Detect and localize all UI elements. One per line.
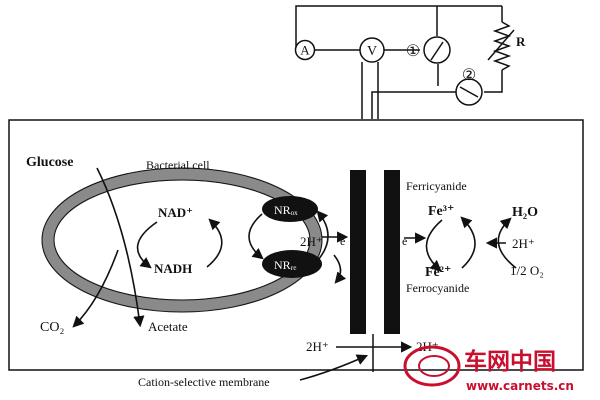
anode-electron: e <box>340 234 345 248</box>
h-plus-cathode-label: 2H⁺ <box>512 236 535 251</box>
membrane-label: Cation-selective membrane <box>138 375 270 389</box>
h-plus-anode-label: 2H⁺ <box>300 234 323 249</box>
watermark-logo <box>403 345 461 387</box>
switch-2: ② <box>455 67 483 106</box>
nadh-label: NADH <box>154 261 192 276</box>
switch-1: ① <box>406 36 451 64</box>
switch-1-label: ① <box>406 43 420 60</box>
glucose-down-arrow <box>96 167 145 328</box>
resistor-arrow <box>487 29 515 61</box>
nr-red-label: NRᵣₑ <box>274 258 297 272</box>
glucose-label: Glucose <box>26 155 73 170</box>
nr-cycle-right <box>316 210 329 261</box>
nr-ox-label: NRₒₓ <box>274 203 298 217</box>
watermark: 车网中国 www.carnets.cn <box>403 345 574 393</box>
bacterial-cell-outline-inner <box>53 179 311 301</box>
co2-label: CO₂ <box>40 320 64 335</box>
circuit-wire <box>295 5 502 50</box>
circuit-wire <box>484 70 503 93</box>
ammeter: A <box>294 39 316 61</box>
nad-cycle-left <box>136 221 158 269</box>
bacterial-cell-membrane <box>41 167 323 313</box>
cell-container <box>8 119 584 371</box>
watermark-url: www.carnets.cn <box>466 379 574 393</box>
nad-cycle-right <box>206 218 223 268</box>
watermark-text: 车网中国 <box>464 348 556 375</box>
bacterial-cell-outline-outer <box>41 167 323 313</box>
nr-cycle-left <box>248 213 264 260</box>
switch-2-label: ② <box>462 67 476 84</box>
acetate-label: Acetate <box>148 319 188 334</box>
anode-electrode <box>350 170 366 334</box>
circuit-wire <box>371 91 456 119</box>
nad-plus-label: NAD⁺ <box>158 205 193 220</box>
cathode-electrode <box>384 170 400 334</box>
membrane-label-arrow <box>299 354 369 381</box>
membrane-h-left: 2H⁺ <box>306 339 329 354</box>
nr-ox-blob <box>262 196 318 222</box>
ferrocyanide-label: Ferrocyanide <box>406 281 469 295</box>
voltmeter: V <box>359 37 385 63</box>
pathway-arrows <box>72 167 517 381</box>
ammeter-label: A <box>300 43 310 58</box>
fe2-label: Fe²⁺ <box>425 265 451 280</box>
nr-red-blob <box>262 250 322 278</box>
h2o-label: H₂O <box>512 205 538 220</box>
ferricyanide-label: Ferricyanide <box>406 179 467 193</box>
bacterial-cell-label: Bacterial cell <box>146 158 210 172</box>
half-o2-label: 1/2 O₂ <box>510 263 544 278</box>
fe-cycle-right <box>460 216 476 269</box>
resistor-zigzag <box>492 21 512 71</box>
cathode-electron: e <box>402 234 407 248</box>
fe-cycle-left <box>425 219 443 272</box>
fe3-label: Fe³⁺ <box>428 204 454 219</box>
resistor-label: R <box>516 34 526 49</box>
voltmeter-label: V <box>367 44 377 59</box>
watermark-logo-inner <box>418 355 450 377</box>
external-circuit <box>295 5 515 119</box>
h-release-arrow <box>333 254 347 284</box>
co2-branch-arrow <box>72 249 119 328</box>
